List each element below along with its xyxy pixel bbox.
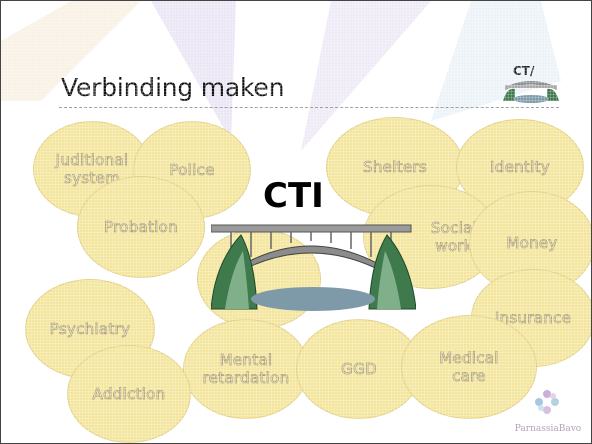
title-divider [59,107,559,108]
circle-probation: Probation [77,176,205,278]
logo-text: ParnassiaBavo [514,424,582,434]
svg-text:CT/: CT/ [513,64,535,78]
circle-medical-care: Medical care [401,315,537,419]
central-bridge-image: CTI [211,176,416,311]
parnassiabavo-logo-icon [535,390,559,414]
circle-police: Police [133,121,251,219]
slide-title: Verbinding maken [61,73,285,102]
circle-addiction: Addiction [67,345,191,443]
cti-logo-text: CTI [263,176,324,216]
small-bridge-icon: CT/ [503,64,559,103]
circle-mental-retardation: Mental retardation [183,319,309,419]
